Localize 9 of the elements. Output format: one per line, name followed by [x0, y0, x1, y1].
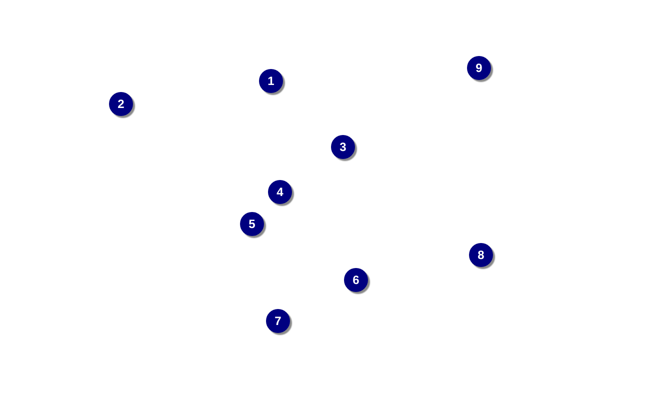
- callout-number: 6: [344, 268, 368, 292]
- callout-number: 1: [259, 69, 283, 93]
- callout-number: 3: [331, 135, 355, 159]
- callout-number: 5: [240, 212, 264, 236]
- callout-number: 8: [469, 243, 493, 267]
- callout-number: 2: [109, 92, 133, 116]
- callout-number: 4: [268, 180, 292, 204]
- callout-number: 9: [467, 56, 491, 80]
- callout-number: 7: [266, 309, 290, 333]
